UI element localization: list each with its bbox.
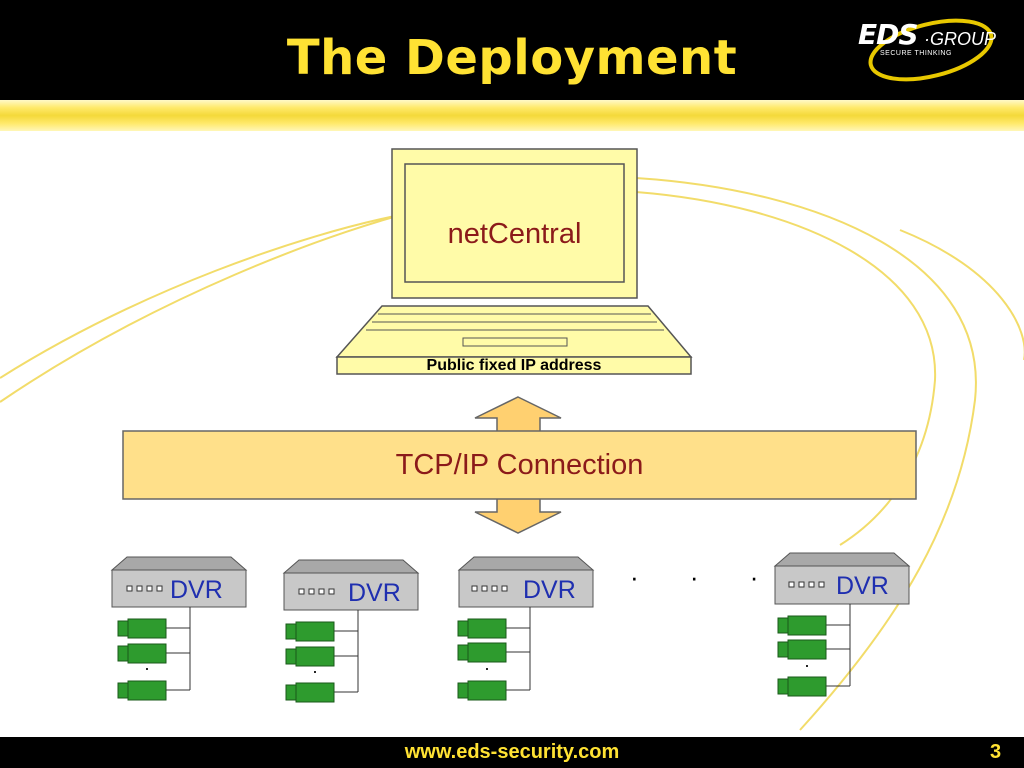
dvr-label-1: DVR bbox=[170, 576, 223, 604]
swoosh-arc-3 bbox=[635, 177, 977, 731]
laptop-touchpad bbox=[462, 337, 568, 347]
dvr-label-2: DVR bbox=[348, 579, 401, 607]
ip-address-label: Public fixed IP address bbox=[426, 357, 602, 374]
camera-icon bbox=[117, 643, 167, 664]
tcp-ip-connection-label: TCP/IP Connection bbox=[395, 449, 644, 481]
dvr-unit-2 bbox=[282, 559, 420, 703]
camera-icon bbox=[285, 682, 335, 703]
camera-icon bbox=[457, 680, 507, 701]
swoosh-arc-2 bbox=[0, 214, 401, 379]
dvr-unit-3 bbox=[457, 556, 595, 701]
tcp-ip-banner bbox=[122, 430, 917, 500]
camera-icon bbox=[457, 642, 507, 663]
camera-icon bbox=[777, 639, 827, 660]
logo-group: ·GROUP bbox=[924, 29, 996, 49]
camera-icon bbox=[285, 646, 335, 667]
more-dvrs-ellipsis: · · · bbox=[630, 562, 781, 592]
laptop-screen bbox=[404, 163, 625, 283]
netcentral-laptop bbox=[335, 148, 693, 375]
logo-brand: EDS bbox=[858, 18, 919, 51]
camera-icon bbox=[457, 618, 507, 639]
slide-title: The Deployment bbox=[286, 30, 738, 86]
netcentral-label: netCentral bbox=[447, 218, 582, 250]
decorative-swoosh bbox=[0, 177, 1024, 731]
dvr-unit-1 bbox=[110, 556, 248, 701]
camera-icon bbox=[117, 680, 167, 701]
eds-logo bbox=[868, 18, 994, 82]
laptop-front-edge bbox=[336, 356, 692, 375]
camera-continuation-dot: · bbox=[144, 658, 150, 678]
camera-icon bbox=[777, 615, 827, 636]
logo-tagline: SECURE THINKING bbox=[880, 50, 952, 57]
camera-continuation-dot: · bbox=[804, 655, 810, 675]
dvr-unit-4 bbox=[773, 552, 911, 697]
dvr-label-4: DVR bbox=[836, 572, 889, 600]
camera-continuation-dot: · bbox=[312, 661, 318, 681]
camera-icon bbox=[777, 676, 827, 697]
camera-continuation-dot: · bbox=[484, 658, 490, 678]
swoosh-arc-5 bbox=[899, 229, 1024, 360]
footer-bar bbox=[0, 737, 1024, 768]
header-gradient-stripe bbox=[0, 100, 1024, 131]
page-number: 3 bbox=[990, 741, 1002, 763]
swoosh-arc-4 bbox=[635, 191, 937, 546]
footer-website-link[interactable]: www.eds-security.com bbox=[404, 741, 620, 763]
camera-icon bbox=[285, 621, 335, 642]
dvr-label-3: DVR bbox=[523, 576, 576, 604]
camera-icon bbox=[117, 618, 167, 639]
header-bar bbox=[0, 0, 1024, 100]
